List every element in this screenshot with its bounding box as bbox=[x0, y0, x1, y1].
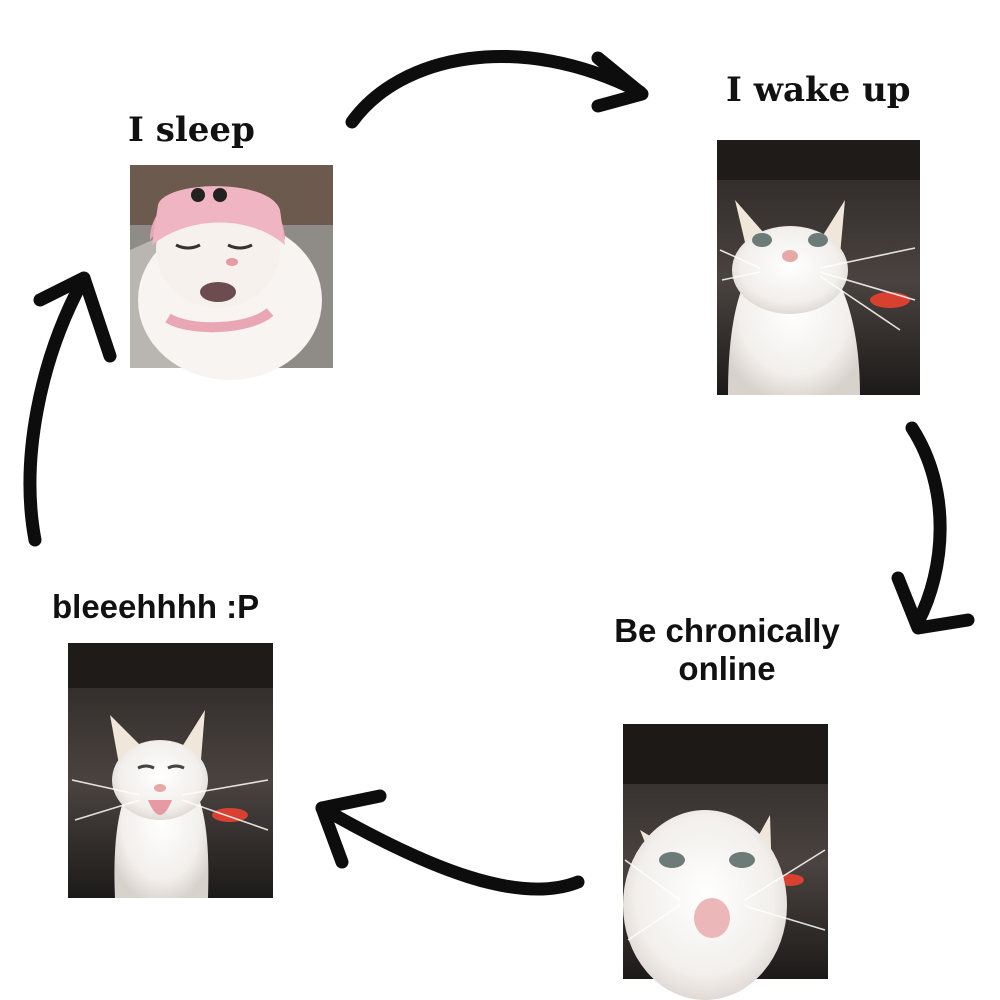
bleh-cat-photo bbox=[68, 643, 273, 898]
arrow-bleh-to-sleep bbox=[23, 271, 117, 547]
arrow-online-to-bleh bbox=[315, 789, 585, 896]
step-label-sleep: I sleep bbox=[128, 110, 255, 150]
online-cat-photo bbox=[623, 724, 828, 1000]
step-label-chronically-online-line1: Be chronically bbox=[614, 612, 840, 649]
step-label-chronically-online: Be chronically online bbox=[592, 612, 862, 688]
arrow-wake-to-online bbox=[891, 421, 975, 635]
sleeping-cat-photo bbox=[130, 165, 333, 380]
awake-cat-photo bbox=[717, 140, 920, 395]
step-label-wake-up: I wake up bbox=[726, 70, 911, 110]
step-label-chronically-online-line2: online bbox=[678, 650, 776, 687]
arrow-sleep-to-wake bbox=[345, 50, 649, 129]
step-label-bleh: bleeehhhh :P bbox=[52, 588, 260, 625]
